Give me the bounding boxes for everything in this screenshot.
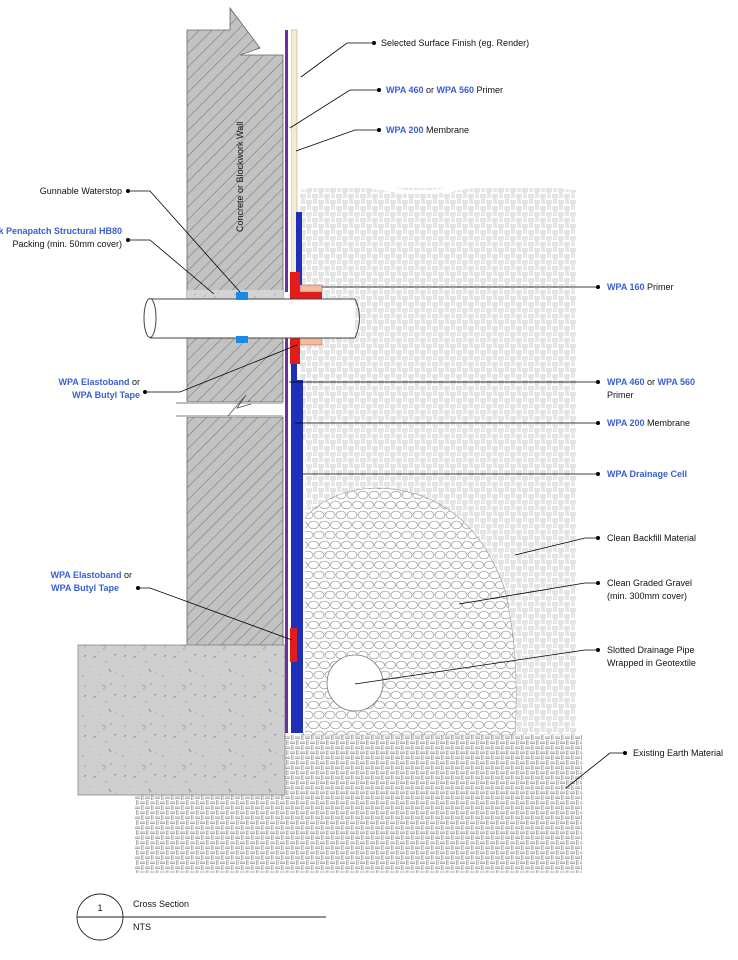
label-drain-pipe-geotextile: Wrapped in Geotextile (607, 658, 696, 668)
title-scale: NTS (133, 922, 151, 932)
title-block: 1 Cross Section NTS (76, 893, 326, 941)
label-backfill: Clean Backfill Material (607, 533, 696, 543)
label-primer160: WPA 160 Primer (607, 282, 674, 292)
label-membrane-lower: WPA 200 Membrane (607, 418, 690, 428)
title-text: Cross Section (133, 899, 189, 909)
leader-lines (126, 41, 627, 789)
label-primer-lower: WPA 460 or WPA 560 (607, 377, 695, 387)
label-drain-pipe: Slotted Drainage Pipe (607, 645, 695, 655)
label-drainage-cell: WPA Drainage Cell (607, 469, 687, 479)
label-primer-top: WPA 460 or WPA 560 Primer (386, 85, 503, 95)
label-penapatch: Aftek Penapatch Structural HB80 (0, 226, 122, 236)
wall-label: Concrete or Blockwork Wall (235, 122, 245, 232)
concrete-footing (77, 644, 286, 796)
title-number: 1 (97, 903, 102, 913)
label-primer-lower-word: Primer (607, 390, 634, 400)
label-gravel-cover: (min. 300mm cover) (607, 591, 687, 601)
label-butyl-upper: WPA Butyl Tape (72, 390, 140, 400)
label-surface-finish: Selected Surface Finish (eg. Render) (381, 38, 529, 48)
penetrating-pipe (143, 292, 360, 343)
slotted-drainage-pipe (326, 654, 384, 712)
label-elastoband-upper: WPA Elastoband or (58, 377, 140, 387)
callouts: Selected Surface Finish (eg. Render) WPA… (0, 38, 723, 758)
label-butyl-lower: WPA Butyl Tape (51, 583, 119, 593)
label-waterstop: Gunnable Waterstop (40, 186, 122, 196)
label-earth: Existing Earth Material (633, 748, 723, 758)
waterproofing-layers (285, 29, 323, 733)
label-membrane-top: WPA 200 Membrane (386, 125, 469, 135)
label-penapatch-packing: Packing (min. 50mm cover) (12, 239, 122, 249)
label-elastoband-lower: WPA Elastoband or (50, 570, 132, 580)
label-gravel: Clean Graded Gravel (607, 578, 692, 588)
